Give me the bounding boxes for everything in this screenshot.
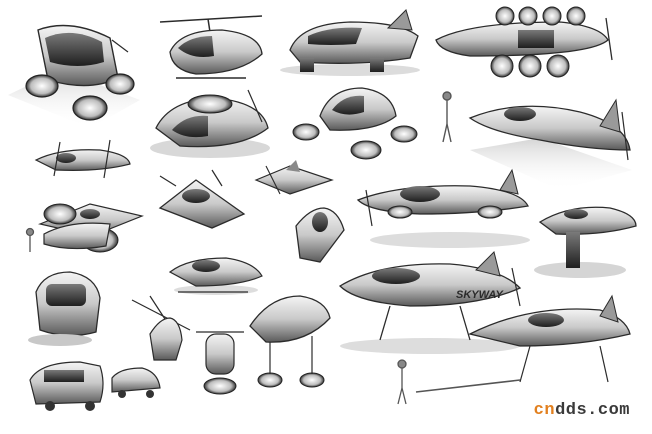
vehicle-delta-jet-over-table xyxy=(397,294,631,405)
person-figure xyxy=(25,227,35,252)
vehicle-small-car xyxy=(111,367,161,398)
vehicle-quad-rotor-lander xyxy=(131,295,191,361)
vehicle-bubble-quad-fan xyxy=(292,87,418,160)
vehicle-finned-jet-glider xyxy=(442,91,632,190)
site-watermark: cndds.com xyxy=(534,401,630,420)
vehicle-multi-fan-airship xyxy=(435,6,613,78)
vehicle-rear-fan-pod xyxy=(249,295,331,388)
person-figure xyxy=(442,91,452,143)
vehicle-helicopter-pod xyxy=(159,15,263,79)
vehicle-skyway-airship: SKYWAY xyxy=(338,251,522,354)
airship-logo-text: SKYWAY xyxy=(456,289,505,301)
vehicle-van xyxy=(29,361,104,411)
vehicle-small-tilt-rotor xyxy=(34,139,131,179)
vehicle-quad-fan-pod xyxy=(8,24,140,128)
vehicle-low-helicopter xyxy=(168,257,263,295)
vehicle-twin-boom-craft xyxy=(295,207,345,263)
watermark-suffix: dds.com xyxy=(555,401,630,420)
person-figure xyxy=(397,359,407,405)
vehicle-long-wing-ducted-plane xyxy=(356,168,530,248)
vehicle-sports-flyer xyxy=(280,9,420,76)
vehicle-pedestal-jet xyxy=(534,206,637,278)
vehicle-personal-jet-pack xyxy=(196,331,244,395)
vehicle-fan-disc-craft xyxy=(150,89,270,158)
watermark-prefix: cn xyxy=(533,401,556,420)
vehicle-delta-tilt-rotor xyxy=(158,169,246,229)
vehicle-tiny-winged-jet xyxy=(254,160,334,195)
vehicle-prop-pod xyxy=(28,271,101,346)
vehicle-twin-fan-carrier xyxy=(25,203,119,253)
